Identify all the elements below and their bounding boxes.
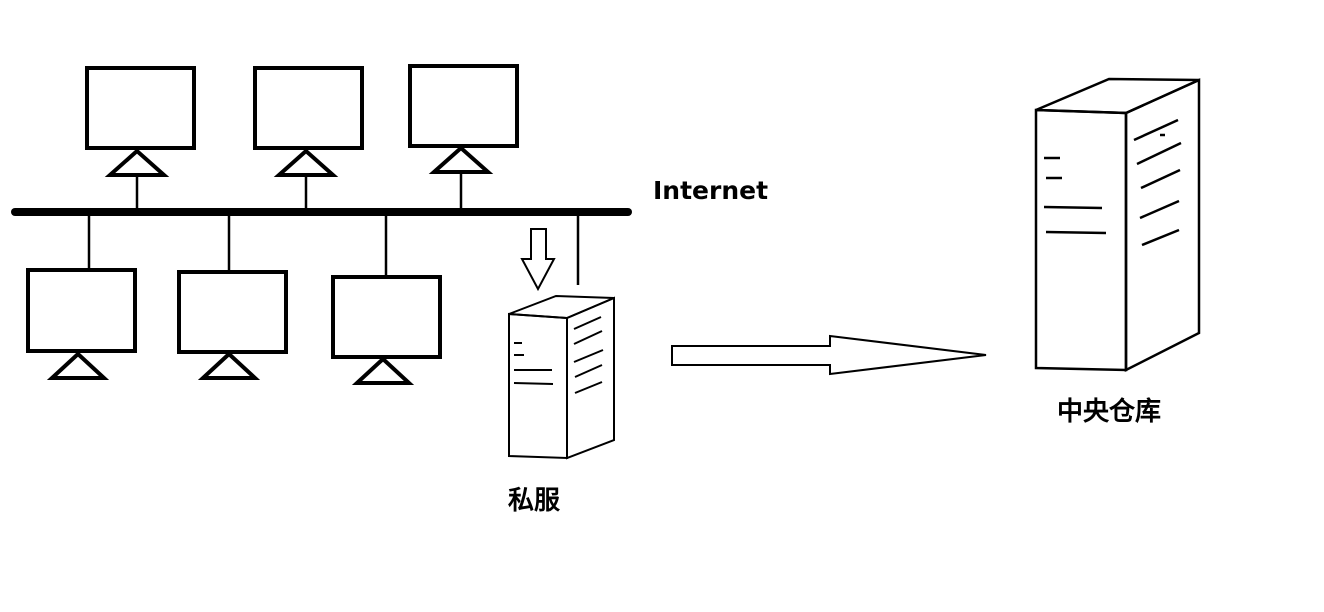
central-repository-icon: [1034, 77, 1201, 373]
download-arrow-icon: [520, 228, 556, 292]
private-server-label: 私服: [508, 486, 561, 516]
computer-icon: [331, 214, 442, 385]
private-server-icon: [508, 294, 615, 460]
computer-icon: [85, 66, 196, 210]
computer-icon: [408, 64, 519, 208]
right-arrow-icon: [671, 334, 987, 376]
network-label: Internet: [653, 176, 769, 205]
central-repository-label: 中央仓库: [1057, 397, 1162, 427]
computer-icon: [26, 214, 137, 380]
computer-icon: [177, 214, 288, 380]
computer-icon: [253, 66, 364, 210]
